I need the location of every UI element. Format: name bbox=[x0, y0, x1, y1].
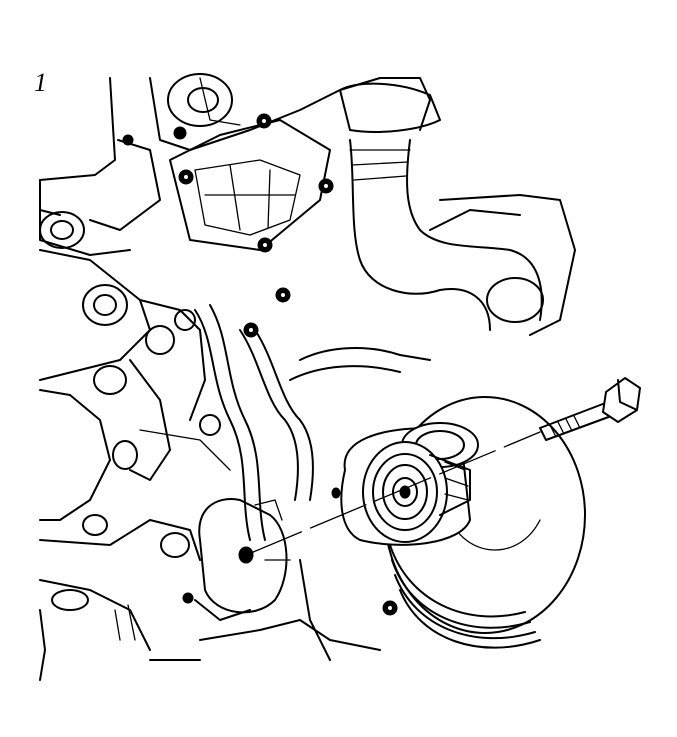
tensioner-mount bbox=[182, 498, 288, 621]
idler-pulley bbox=[331, 422, 479, 546]
upper-bolts bbox=[122, 113, 334, 338]
coolant-hose bbox=[339, 82, 576, 336]
engine-block-left bbox=[39, 211, 231, 681]
alignment-line bbox=[245, 431, 541, 556]
lower-cover bbox=[149, 499, 381, 661]
callout-number: 1 bbox=[34, 68, 47, 97]
idler-bolt bbox=[539, 377, 641, 441]
